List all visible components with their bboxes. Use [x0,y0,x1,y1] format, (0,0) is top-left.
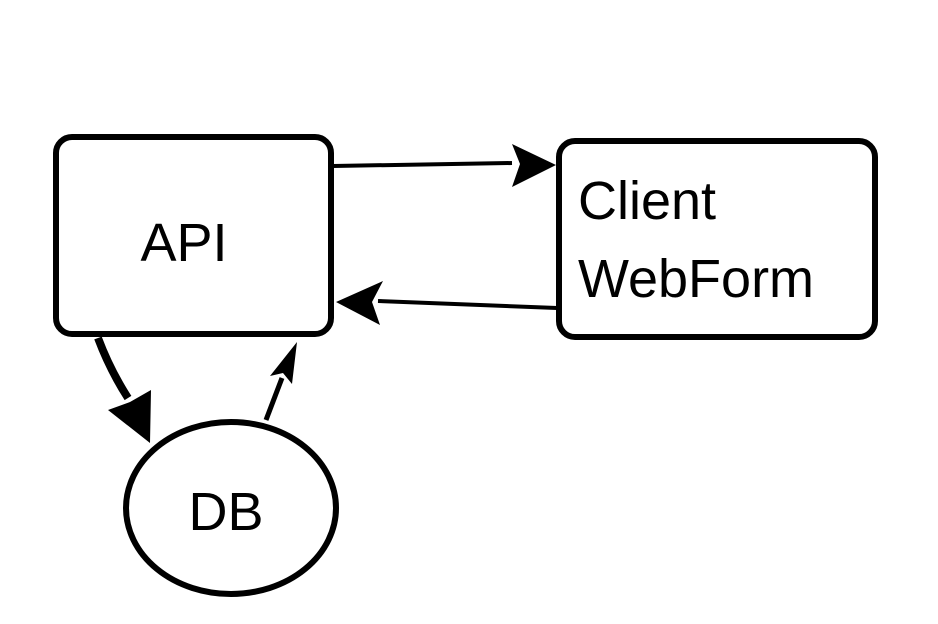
db-node: DB [123,419,339,597]
arrow-api-to-client [332,144,556,187]
client-label-line1: Client [578,171,716,231]
arrow-api-to-db [94,336,151,443]
arrow-db-to-api [263,342,297,421]
db-label: DB [188,482,263,542]
client-webform-node: Client WebForm [556,138,878,340]
arrowhead-down [108,390,151,443]
arrowhead-left [336,281,383,325]
db-ellipse [123,419,339,597]
api-node: API [53,134,334,337]
arrowhead-right [512,144,556,187]
arrowhead-up [270,342,297,384]
client-label-line2: WebForm [578,249,814,309]
arrow-client-to-api [336,281,558,325]
api-box [53,134,334,337]
api-label: API [140,213,227,273]
client-webform-box [556,138,878,340]
